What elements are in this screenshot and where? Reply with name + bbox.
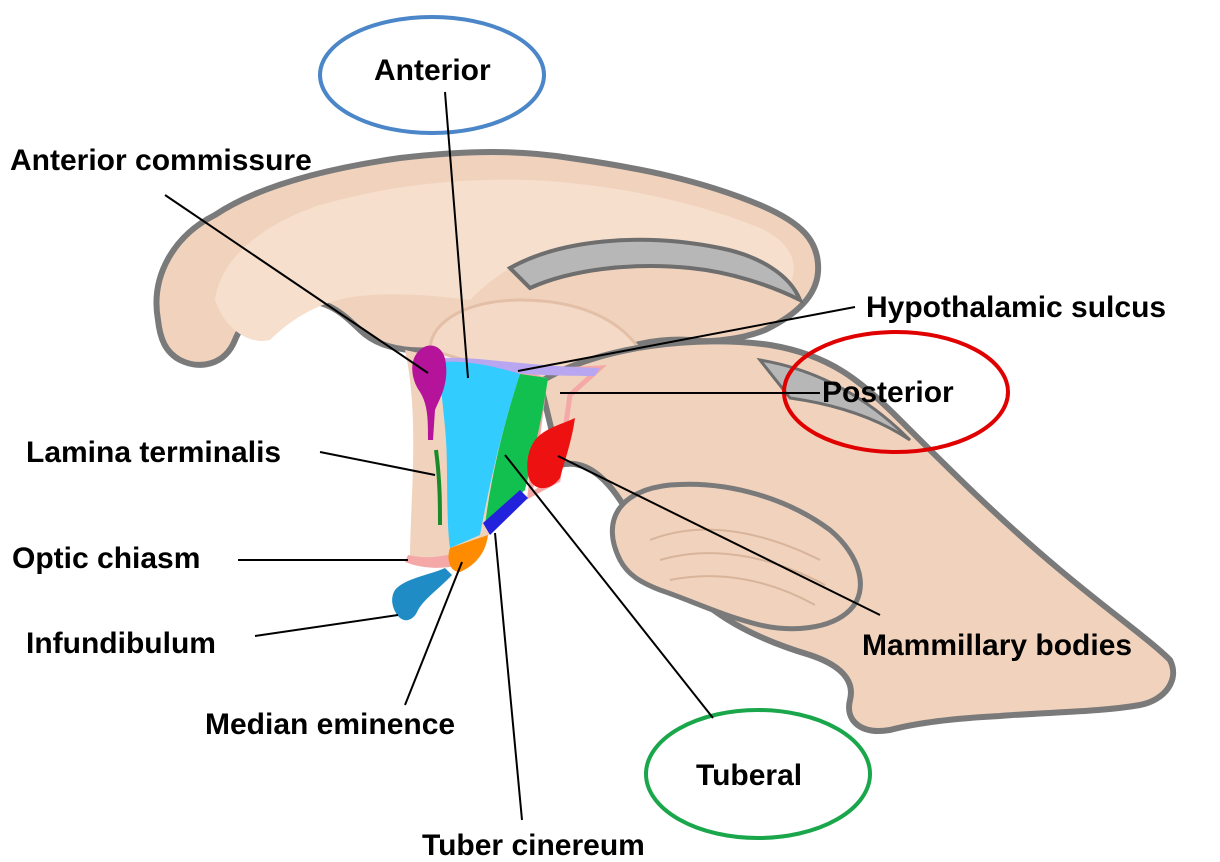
- label-median-eminence: Median eminence: [205, 708, 455, 741]
- label-infundibulum: Infundibulum: [26, 627, 216, 660]
- leader-tuber-cinereum: [495, 533, 522, 820]
- label-tuber-cinereum: Tuber cinereum: [422, 829, 645, 862]
- label-hypothalamic-sulcus: Hypothalamic sulcus: [866, 291, 1166, 324]
- infundibulum-shape: [392, 568, 452, 620]
- label-optic-chiasm: Optic chiasm: [12, 542, 200, 575]
- label-lamina-terminalis: Lamina terminalis: [26, 436, 281, 469]
- label-anterior-commissure: Anterior commissure: [10, 144, 312, 177]
- leader-infundibulum: [255, 615, 398, 636]
- label-tuberal: Tuberal: [696, 759, 802, 792]
- label-posterior: Posterior: [822, 376, 954, 409]
- label-anterior: Anterior: [374, 54, 491, 87]
- label-mammillary-bodies: Mammillary bodies: [862, 629, 1132, 662]
